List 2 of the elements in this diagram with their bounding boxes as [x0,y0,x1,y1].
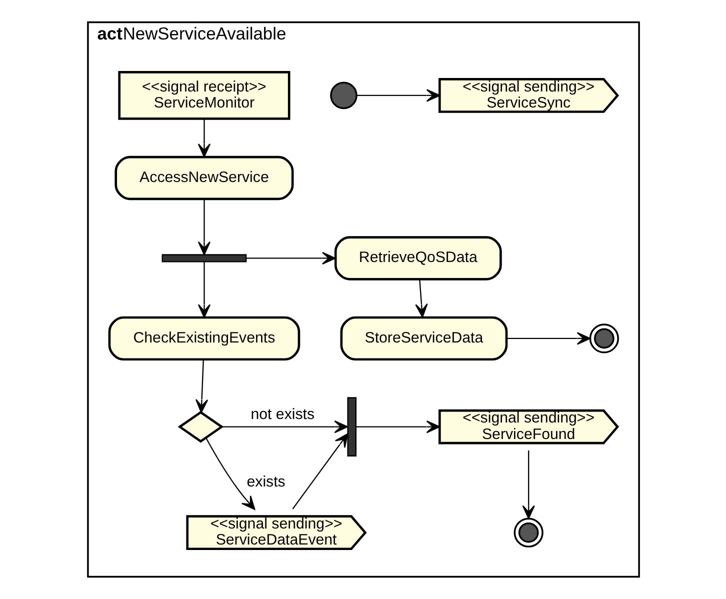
edge-label: not exists [250,406,314,424]
edge-label: exists [246,474,285,491]
